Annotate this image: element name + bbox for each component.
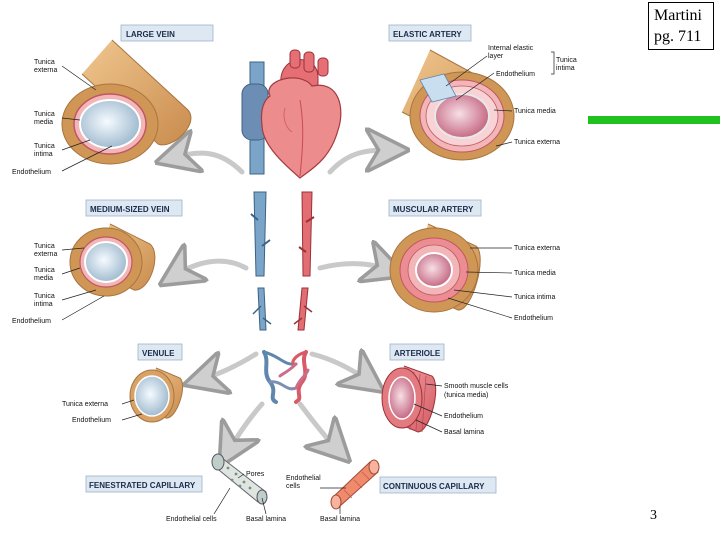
muscular-artery-label-media: Tunica media xyxy=(514,270,556,277)
muscular-artery-title: MUSCULAR ARTERY xyxy=(393,205,474,214)
elastic-artery-label-tunica-intima: Tunica intima xyxy=(556,57,579,72)
capillary-bed-illustration xyxy=(262,350,310,404)
arteriole-label-basal-lamina: Basal lamina xyxy=(444,429,484,436)
medium-vein-panel: MEDIUM-SIZED VEIN Tunica externa Tunica … xyxy=(12,199,183,325)
elastic-artery-label-media: Tunica media xyxy=(514,108,556,115)
large-vein-label-externa: Tunica externa xyxy=(34,59,57,74)
large-vein-label-intima: Tunica intima xyxy=(34,143,57,158)
arteriole-label-endothelium: Endothelium xyxy=(444,413,483,420)
venule-title-box xyxy=(137,343,183,361)
venule-label-externa: Tunica externa xyxy=(62,401,108,408)
vein-branch-illustration xyxy=(250,191,272,331)
page-number: 3 xyxy=(650,508,657,523)
venule-panel: VENULE Tunica externa Endothelium xyxy=(62,343,184,424)
arteriole-label-smooth-muscle: Smooth muscle cells xyxy=(444,383,509,390)
venule-label-endothelium: Endothelium xyxy=(72,417,111,424)
heart-illustration xyxy=(241,49,342,179)
continuous-capillary-label-endothelial: Endothelial cells xyxy=(286,475,323,490)
medium-vein-title: MEDIUM-SIZED VEIN xyxy=(90,205,170,214)
fenestrated-capillary-title-box xyxy=(85,475,203,493)
fenestrated-capillary-label-basal-lamina: Basal lamina xyxy=(246,516,286,523)
arteriole-panel: ARTERIOLE Smooth muscle cells (tunica me… xyxy=(381,343,509,436)
elastic-artery-title-box xyxy=(388,24,472,42)
continuous-capillary-panel: CONTINUOUS CAPILLARY Endothelial cells B… xyxy=(286,459,497,523)
muscular-artery-label-endothelium: Endothelium xyxy=(514,315,553,322)
continuous-capillary-label-basal-lamina: Basal lamina xyxy=(320,516,360,523)
continuous-capillary-title-box xyxy=(379,476,497,494)
elastic-artery-label-externa: Tunica externa xyxy=(514,139,560,146)
elastic-artery-panel: ELASTIC ARTERY Internal elastic layer Tu… xyxy=(388,24,579,161)
source-reference-box: Martini pg. 711 xyxy=(648,2,714,50)
large-vein-title-box xyxy=(120,24,214,42)
muscular-artery-title-box xyxy=(388,199,482,217)
large-vein-panel: LARGE VEIN Tunica externa Tunica media T… xyxy=(12,24,214,176)
medium-vein-label-media: Tunica media xyxy=(34,267,57,282)
muscular-artery-panel: MUSCULAR ARTERY Tunica externa Tunica me… xyxy=(388,199,560,322)
arteriole-title: ARTERIOLE xyxy=(394,349,441,358)
fenestrated-capillary-title: FENESTRATED CAPILLARY xyxy=(89,481,196,490)
large-vein-label-endothelium: Endothelium xyxy=(12,169,51,176)
medium-vein-label-externa: Tunica externa xyxy=(34,243,57,258)
arteriole-title-box xyxy=(389,343,445,361)
medium-vein-label-endothelium: Endothelium xyxy=(12,318,51,325)
muscular-artery-label-externa: Tunica externa xyxy=(514,245,560,252)
artery-branch-illustration xyxy=(293,191,315,331)
fenestrated-capillary-panel: FENESTRATED CAPILLARY Pores Endothelial … xyxy=(85,453,286,523)
muscular-artery-label-intima: Tunica intima xyxy=(514,294,555,301)
elastic-artery-title: ELASTIC ARTERY xyxy=(393,30,462,39)
continuous-capillary-title: CONTINUOUS CAPILLARY xyxy=(383,482,485,491)
arteriole-label-smooth-muscle-note: (tunica media) xyxy=(444,392,488,399)
fenestrated-capillary-label-pores: Pores xyxy=(246,471,265,478)
accent-bar xyxy=(588,116,720,124)
elastic-artery-label-internal-elastic: Internal elastic layer xyxy=(488,45,535,60)
elastic-artery-label-endothelium: Endothelium xyxy=(496,71,535,78)
flow-arrows xyxy=(172,150,392,452)
reference-line-1: Martini xyxy=(654,7,702,24)
medium-vein-title-box xyxy=(85,199,183,217)
large-vein-title: LARGE VEIN xyxy=(126,30,175,39)
large-vein-lumen xyxy=(79,99,141,149)
fenestrated-capillary-label-endothelial: Endothelial cells xyxy=(166,516,217,523)
large-vein-label-media: Tunica media xyxy=(34,111,57,126)
medium-vein-label-intima: Tunica intima xyxy=(34,293,57,308)
reference-line-2: pg. 711 xyxy=(654,28,702,45)
venule-title: VENULE xyxy=(142,349,175,358)
